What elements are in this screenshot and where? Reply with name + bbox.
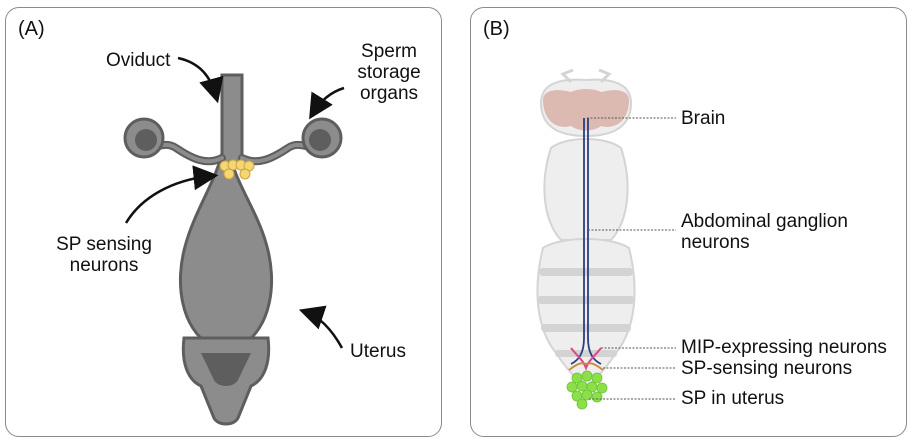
sp-sensing-label: SP sensing neurons: [49, 234, 159, 276]
abdominal-line-1: Abdominal ganglion: [681, 211, 848, 232]
panel-b: (B): [470, 7, 907, 437]
sperm-storage-line-1: Sperm: [349, 41, 429, 62]
sperm-storage-line-2: storage: [349, 62, 429, 83]
fly-thorax: [544, 139, 627, 240]
uterus-label: Uterus: [350, 341, 406, 362]
uterus-arrow: [306, 312, 342, 348]
brain: [543, 89, 629, 131]
sp-sensing-line-1: SP sensing: [49, 234, 159, 255]
sperm-storage-label: Sperm storage organs: [349, 41, 429, 104]
oviduct: [222, 75, 242, 165]
oviduct-label: Oviduct: [106, 50, 170, 71]
abdominal-label: Abdominal ganglion neurons: [681, 211, 848, 253]
sp-uterus-label: SP in uterus: [681, 388, 784, 409]
sp-sensing-neurons-label: SP-sensing neurons: [681, 358, 852, 379]
panel-a: (A) Oviduct: [5, 7, 442, 437]
brain-label: Brain: [681, 108, 725, 129]
mip-label: MIP-expressing neurons: [681, 337, 887, 358]
oviduct-arrow: [178, 58, 216, 96]
sp-uterus-cluster: [567, 371, 607, 409]
sp-sensing-line-2: neurons: [49, 255, 159, 276]
storage-arrow: [313, 88, 344, 113]
sperm-storage-line-3: organs: [349, 83, 429, 104]
abdominal-line-2: neurons: [681, 232, 848, 253]
